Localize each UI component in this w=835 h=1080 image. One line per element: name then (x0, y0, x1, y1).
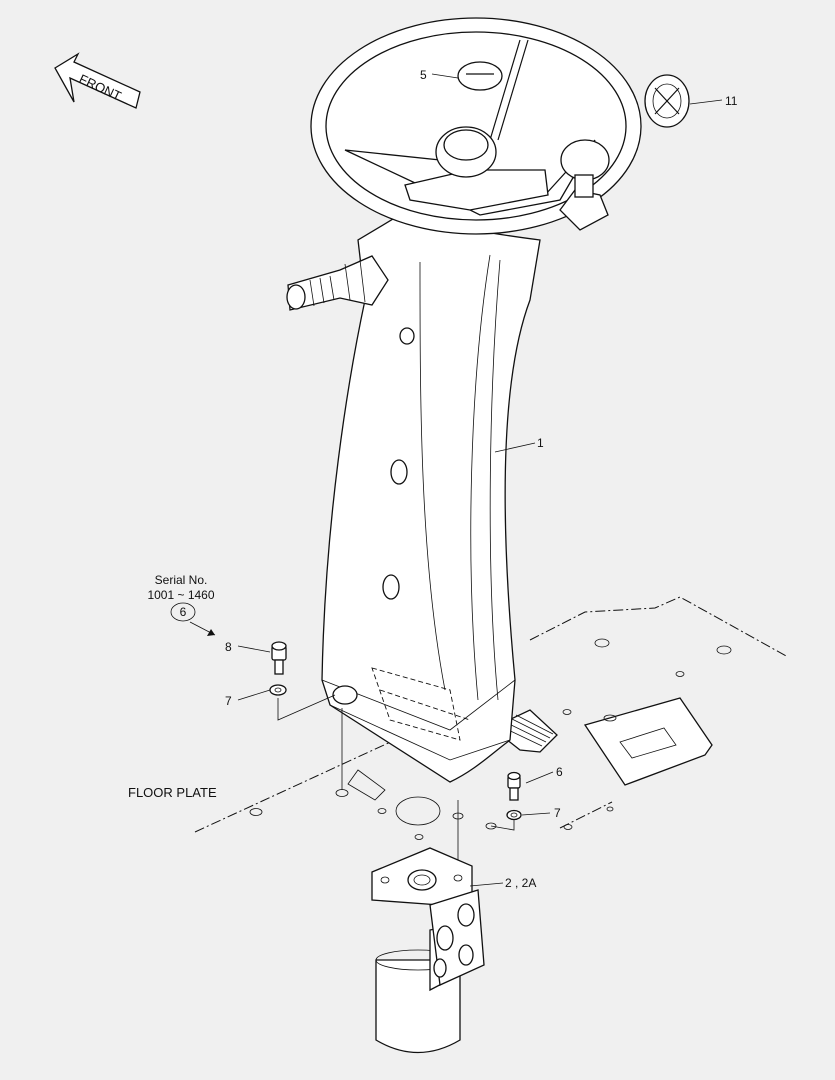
callout-1: 1 (537, 436, 544, 450)
horn-cap (457, 61, 503, 91)
serial-note: Serial No. 1001 ~ 1460 6 (147, 573, 215, 622)
washer-7a (269, 684, 287, 696)
callout-7b: 7 (554, 806, 561, 820)
steering-column (286, 215, 541, 783)
callout-6: 6 (556, 765, 563, 779)
callout-2-2a: 2 , 2A (505, 876, 536, 890)
callout-7a: 7 (225, 694, 232, 708)
bolt-8 (271, 641, 287, 675)
serial-note-range: 1001 ~ 1460 (147, 588, 214, 602)
callout-11: 11 (725, 94, 738, 108)
callout-8: 8 (225, 640, 232, 654)
floor-bracket (583, 697, 713, 786)
floor-plate-label: FLOOR PLATE (128, 785, 217, 800)
serial-note-ref: 6 (180, 605, 187, 619)
callout-leaders (189, 73, 723, 887)
serial-note-title: Serial No. (155, 573, 208, 587)
front-arrow-icon: FRONT (54, 52, 141, 109)
washer-7b (506, 809, 522, 821)
callout-5: 5 (420, 68, 427, 82)
steering-valve (371, 847, 485, 1054)
cap-icon (644, 74, 690, 128)
bolt-6 (507, 771, 521, 801)
steering-wheel (310, 17, 642, 235)
